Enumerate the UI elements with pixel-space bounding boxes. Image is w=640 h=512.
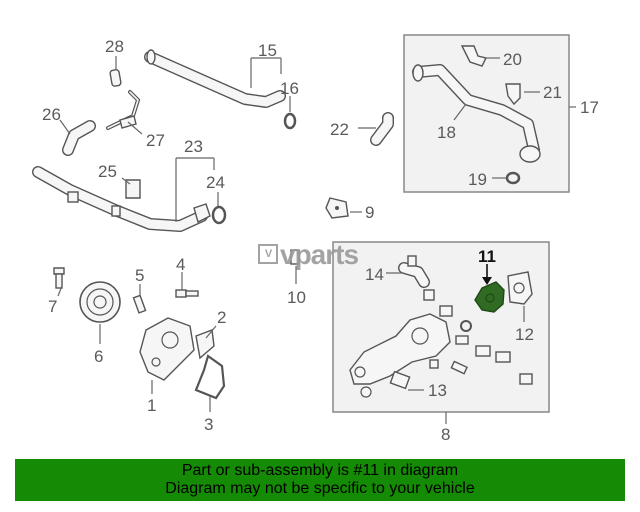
callout-1[interactable]: 1 (147, 396, 156, 415)
callout-17[interactable]: 17 (580, 98, 599, 117)
part-15-pipe[interactable] (144, 49, 286, 108)
callout-23[interactable]: 23 (184, 137, 203, 156)
callout-22[interactable]: 22 (330, 120, 349, 139)
part-3-belt[interactable] (194, 354, 226, 400)
arrow-11 (482, 277, 492, 285)
part-1-water-pump[interactable] (139, 317, 195, 381)
callout-24[interactable]: 24 (206, 173, 225, 192)
part-19-oring[interactable] (505, 171, 521, 185)
box-outlet-pipe-group (403, 34, 570, 193)
callout-18[interactable]: 18 (437, 123, 456, 142)
callout-13[interactable]: 13 (428, 381, 447, 400)
part-10-bolt[interactable] (290, 249, 300, 265)
callout-10[interactable]: 10 (287, 288, 306, 307)
lead-18 (453, 103, 467, 121)
callout-12[interactable]: 12 (515, 325, 534, 344)
vparts-logo-text: vparts (280, 239, 359, 270)
part-6-pulley[interactable] (79, 281, 121, 323)
callout-21[interactable]: 21 (543, 83, 562, 102)
callout-25[interactable]: 25 (98, 162, 117, 181)
lead-23 (175, 157, 215, 222)
callout-6[interactable]: 6 (94, 347, 103, 366)
part-28-clip[interactable] (109, 69, 122, 87)
notice-banner: Part or sub-assembly is #11 in diagram D… (15, 459, 625, 501)
callout-27[interactable]: 27 (146, 131, 165, 150)
part-2-gasket[interactable] (195, 329, 215, 360)
part-12-gasket[interactable] (507, 271, 533, 305)
part-14-hose[interactable] (398, 255, 430, 288)
callout-16[interactable]: 16 (280, 79, 299, 98)
part-4-bolt[interactable] (175, 289, 199, 298)
callout-28[interactable]: 28 (105, 37, 124, 56)
part-22-hose[interactable] (370, 112, 394, 146)
callout-11[interactable]: 11 (478, 247, 496, 266)
callout-2[interactable]: 2 (217, 308, 226, 327)
callout-3[interactable]: 3 (204, 415, 213, 434)
callout-4[interactable]: 4 (176, 255, 185, 274)
lead-25 (121, 177, 131, 185)
lead-26 (59, 119, 71, 135)
callout-14[interactable]: 14 (365, 265, 384, 284)
part-25-bracket[interactable] (125, 179, 141, 199)
notice-line-1: Part or sub-assembly is #11 in diagram (181, 462, 459, 479)
callout-15[interactable]: 15 (258, 41, 277, 60)
callout-19[interactable]: 19 (468, 170, 487, 189)
part-27-tube[interactable] (106, 90, 141, 130)
part-11-thermostat-cover[interactable] (474, 281, 505, 313)
notice-line-2: Diagram may not be specific to your vehi… (165, 480, 475, 497)
callout-5[interactable]: 5 (135, 266, 144, 285)
part-8-thermostat-housing[interactable] (349, 289, 533, 398)
vparts-logo-icon: V (258, 243, 278, 264)
lead-15 (250, 57, 282, 88)
part-23-pipe[interactable] (32, 166, 211, 232)
part-26-hose[interactable] (62, 120, 96, 156)
part-24-oring[interactable] (211, 205, 227, 225)
callout-7[interactable]: 7 (48, 297, 57, 316)
lead-27 (127, 121, 143, 135)
part-13-sensor[interactable] (389, 370, 411, 390)
part-18-pipe[interactable] (412, 64, 541, 163)
lead-7 (57, 285, 63, 297)
callout-8[interactable]: 8 (441, 425, 450, 444)
part-5-stud[interactable] (132, 294, 147, 314)
callout-9[interactable]: 9 (365, 203, 374, 222)
lead-2 (205, 325, 217, 339)
part-21-bracket[interactable] (505, 83, 521, 106)
callout-26[interactable]: 26 (42, 105, 61, 124)
part-16-oring[interactable] (283, 112, 297, 130)
part-9-gasket[interactable] (325, 197, 349, 219)
callout-20[interactable]: 20 (503, 50, 522, 69)
part-7-bolt[interactable] (53, 267, 65, 289)
